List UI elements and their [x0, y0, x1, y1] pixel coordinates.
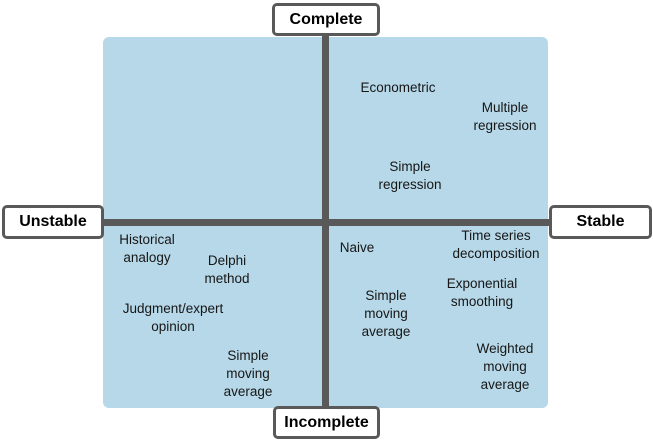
axis-label-incomplete-text: Incomplete: [284, 413, 369, 431]
method-delphi-method: Delphi method: [204, 253, 250, 286]
axis-label-stable-text: Stable: [576, 213, 625, 230]
method-naive: Naive: [339, 240, 375, 255]
axis-label-stable: Stable: [549, 205, 652, 239]
method-judgment-expert-opinion: Judgment/expert opinion: [122, 301, 224, 334]
axis-label-unstable: Unstable: [2, 205, 104, 239]
method-historical-analogy: Historical analogy: [119, 232, 175, 265]
axis-label-complete-text: Complete: [289, 10, 363, 28]
method-exponential-smoothing: Exponential smoothing: [446, 276, 518, 309]
horizontal-axis-line: [100, 219, 552, 226]
method-econometric: Econometric: [360, 80, 436, 95]
axis-label-complete: Complete: [272, 3, 380, 36]
method-time-series-decomposition: Time series decomposition: [452, 228, 540, 261]
method-simple-moving-average-sw: Simple moving average: [223, 348, 273, 399]
method-multiple-regression: Multiple regression: [473, 100, 537, 133]
method-simple-regression: Simple regression: [378, 159, 442, 192]
method-weighted-moving-average: Weighted moving average: [476, 341, 534, 392]
axis-label-incomplete: Incomplete: [273, 406, 380, 439]
method-simple-moving-average-se: Simple moving average: [361, 288, 411, 339]
axis-label-unstable-text: Unstable: [19, 213, 87, 230]
